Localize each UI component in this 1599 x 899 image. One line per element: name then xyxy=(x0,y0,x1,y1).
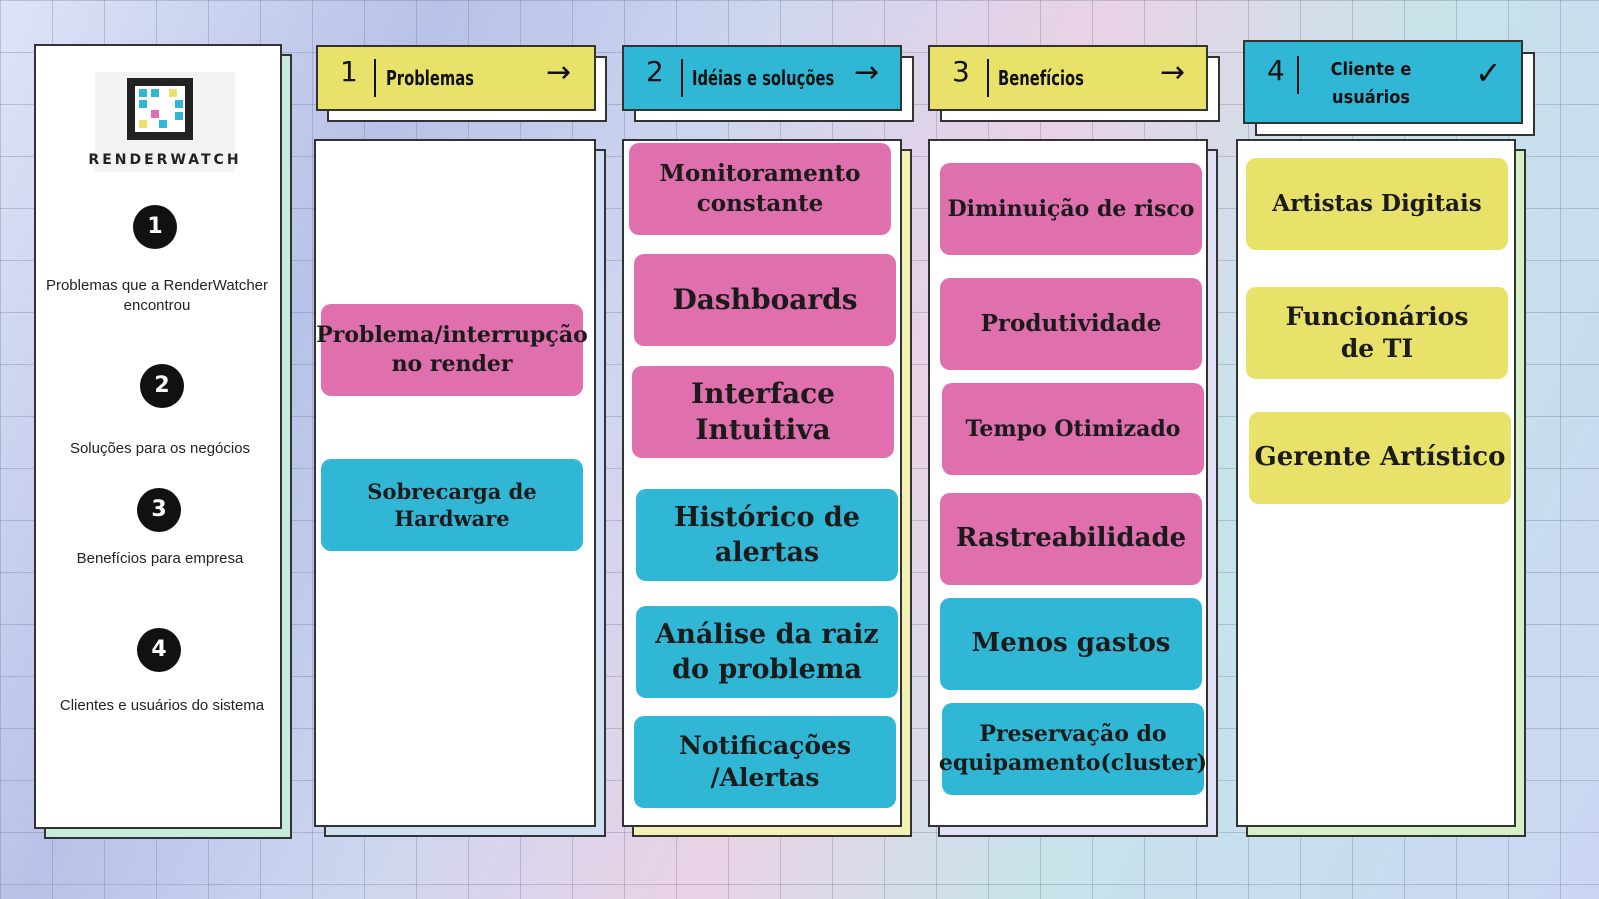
card-tempo-otimizado: Tempo Otimizado xyxy=(942,383,1204,475)
header-1-number: 1 xyxy=(340,55,358,88)
header-3-number: 3 xyxy=(952,55,970,88)
header-3-divider xyxy=(987,59,989,97)
card-diminuicao-risco: Diminuição de risco xyxy=(940,163,1202,255)
legend-panel xyxy=(34,44,282,829)
card-menos-gastos: Menos gastos xyxy=(940,598,1202,690)
column-header-beneficios: 3 Benefícios → xyxy=(928,45,1208,111)
legend-number-1: 1 xyxy=(133,205,177,249)
column-2-panel xyxy=(622,139,902,827)
header-3-title: Benefícios xyxy=(998,66,1084,90)
legend-number-3: 3 xyxy=(137,488,181,532)
card-funcionarios-ti: Funcionários de TI xyxy=(1246,287,1508,379)
legend-text-3: Benefícios para empresa xyxy=(76,550,244,567)
legend-text-4: Clientes e usuários do sistema xyxy=(59,697,265,714)
arrow-right-icon: → xyxy=(546,55,572,90)
arrow-right-icon: → xyxy=(854,55,880,90)
card-rastreabilidade: Rastreabilidade xyxy=(940,493,1202,585)
column-header-ideias: 2 Idéias e soluções → xyxy=(622,45,902,111)
header-2-title: Idéias e soluções xyxy=(692,66,835,90)
card-preservacao-equipamento: Preservação do equipamento(cluster) xyxy=(939,703,1207,795)
arrow-right-icon: → xyxy=(1160,55,1186,90)
card-produtividade: Produtividade xyxy=(940,278,1202,370)
header-2-number: 2 xyxy=(646,55,664,88)
column-header-clientes: 4 Cliente e usuários ✓ xyxy=(1243,40,1523,124)
legend-number-2: 2 xyxy=(140,364,184,408)
logo-wordmark: RENDERWATCH xyxy=(88,152,242,168)
header-1-divider xyxy=(374,59,376,97)
legend-text-1: Problemas que a RenderWatcher encontrou xyxy=(45,277,269,314)
card-analise-raiz: Análise da raiz do problema xyxy=(636,606,898,698)
card-artistas-digitais: Artistas Digitais xyxy=(1246,158,1508,250)
header-4-title: Cliente e usuários xyxy=(1330,59,1412,108)
column-header-problemas: 1 Problemas → xyxy=(316,45,596,111)
card-monitoramento: Monitoramento constante xyxy=(629,143,891,235)
card-notificacoes: Notificações /Alertas xyxy=(634,716,896,808)
card-problema-interrupcao: Problema/interrupção no render xyxy=(316,304,588,396)
card-interface-intuitiva: Interface Intuitiva xyxy=(632,366,894,458)
header-1-title: Problemas xyxy=(386,66,474,90)
checkmark-icon: ✓ xyxy=(1475,54,1502,92)
header-4-divider xyxy=(1297,56,1299,94)
card-historico-alertas: Histórico de alertas xyxy=(636,489,898,581)
card-dashboards: Dashboards xyxy=(634,254,896,346)
card-sobrecarga-hardware: Sobrecarga de Hardware xyxy=(321,459,583,551)
header-4-number: 4 xyxy=(1267,54,1285,87)
card-gerente-artistico: Gerente Artístico xyxy=(1249,412,1511,504)
header-2-divider xyxy=(681,59,683,97)
legend-text-2: Soluções para os negócios xyxy=(69,440,251,457)
legend-number-4: 4 xyxy=(137,628,181,672)
renderwatch-logo xyxy=(95,72,235,172)
